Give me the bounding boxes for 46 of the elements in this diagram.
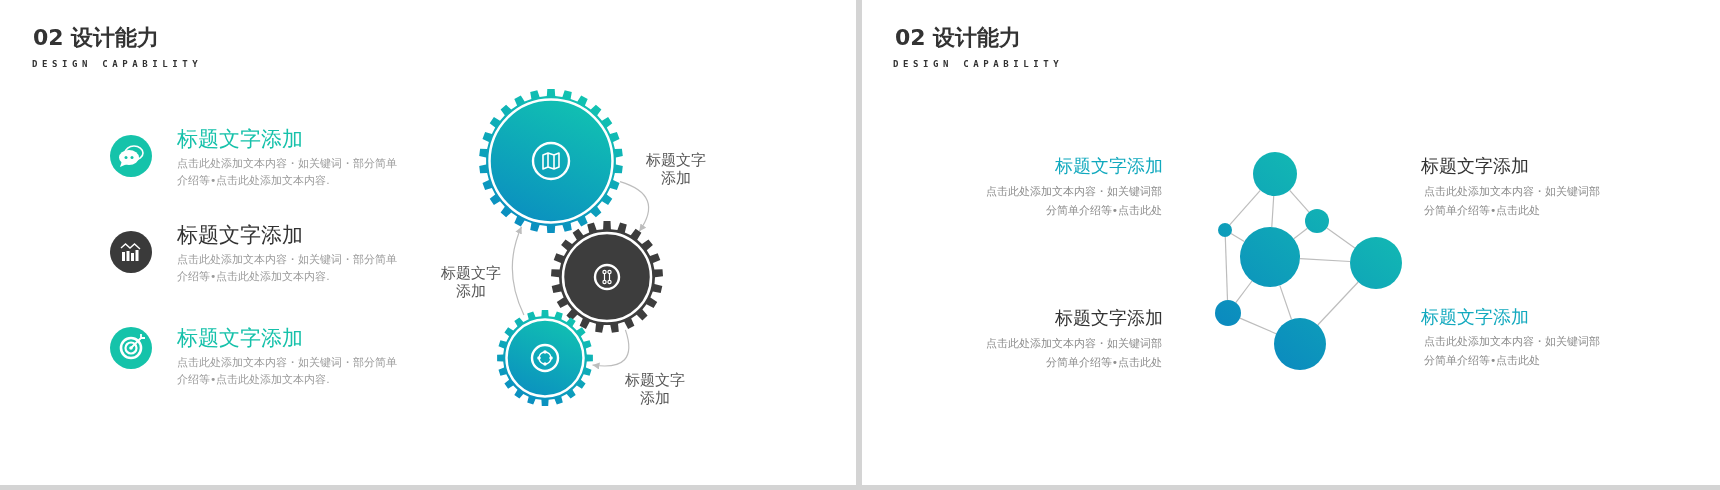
- item-heading: 标题文字添加: [177, 126, 303, 152]
- item-description: 点击此处添加文本内容・如关键词・部分简单介绍等•点击此处添加文本内容.: [177, 251, 398, 285]
- connector-line: [1299, 258, 1351, 263]
- item-heading: 标题文字添加: [1421, 154, 1529, 177]
- gear-wheel: [497, 310, 593, 406]
- connector-line: [1239, 317, 1277, 335]
- curved-arrow: [619, 181, 650, 232]
- edge-label: 标题文字添加: [440, 263, 502, 301]
- edge-label: 标题文字添加: [644, 150, 707, 188]
- node-circle: [1215, 300, 1241, 326]
- connector-line: [1293, 227, 1309, 240]
- node-circle: [1253, 152, 1297, 196]
- curved-arrow: [591, 329, 630, 370]
- item-description: 点击此处添加文本内容・如关键词・部分简单介绍等•点击此处添加文本内容.: [177, 354, 398, 388]
- edge-label: 标题文字添加: [623, 370, 686, 408]
- item-heading: 标题文字添加: [1055, 155, 1163, 177]
- node-circle: [1350, 237, 1402, 289]
- node-circle: [1305, 209, 1329, 233]
- item-heading: 标题文字添加: [177, 222, 303, 248]
- curved-arrow: [511, 226, 525, 316]
- item-description: 点击此处添加文本内容・如关键词部分简单介绍等•点击此处: [985, 183, 1162, 219]
- connector-line: [1235, 280, 1253, 304]
- item-description: 点击此处添加文本内容・如关键词部分简单介绍等•点击此处: [1424, 183, 1601, 219]
- node-circle: [1240, 227, 1300, 287]
- item-description: 点击此处添加文本内容・如关键词・部分简单介绍等•点击此处添加文本内容.: [177, 155, 398, 189]
- connector-line: [1279, 284, 1293, 320]
- connector-line: [1289, 189, 1310, 213]
- node-circle: [1218, 223, 1232, 237]
- connector-line: [1224, 236, 1229, 301]
- connector-line: [1317, 281, 1359, 326]
- item-heading: 标题文字添加: [177, 325, 303, 351]
- slide-subtitle: DESIGN CAPABILITY: [32, 58, 203, 70]
- connector-line: [1271, 195, 1275, 228]
- item-description: 点击此处添加文本内容・如关键词部分简单介绍等•点击此处: [1424, 333, 1601, 369]
- connector-line: [1326, 227, 1356, 249]
- item-heading: 标题文字添加: [1055, 307, 1163, 329]
- connector-line: [1229, 189, 1261, 226]
- gear-wheel: [479, 89, 623, 233]
- item-heading: 标题文字添加: [1421, 306, 1529, 328]
- slide-title: 02 设计能力: [895, 24, 1022, 51]
- connector-line: [1230, 233, 1245, 243]
- slide-subtitle: DESIGN CAPABILITY: [893, 58, 1064, 70]
- slide-title: 02 设计能力: [33, 24, 160, 51]
- node-circle: [1274, 318, 1326, 370]
- gear-wheel: [551, 221, 663, 333]
- item-description: 点击此处添加文本内容・如关键词部分简单介绍等•点击此处: [985, 335, 1162, 371]
